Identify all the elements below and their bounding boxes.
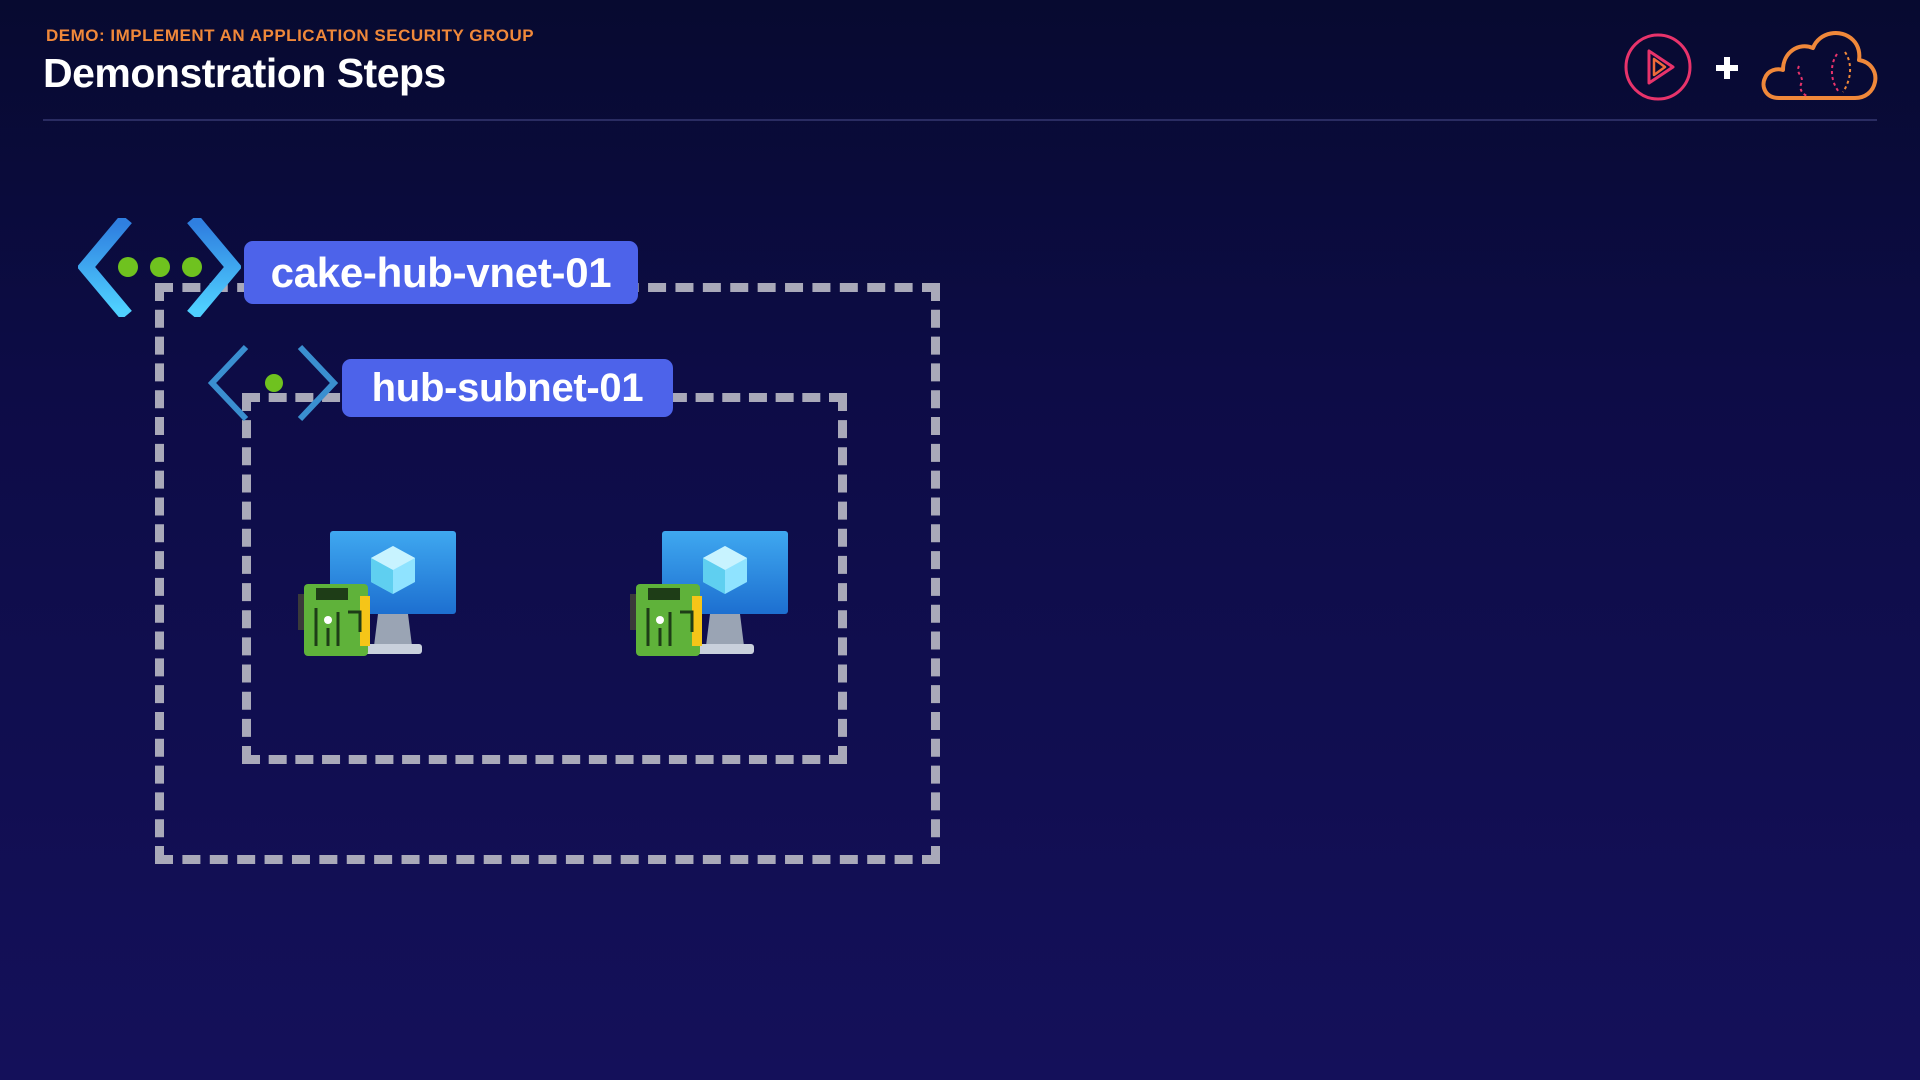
page-title: Demonstration Steps (43, 50, 446, 96)
network-interface-icon (298, 584, 370, 656)
cloud-logo-icon (1761, 31, 1878, 100)
play-logo-icon (1624, 33, 1692, 101)
vnet-label[interactable]: cake-hub-vnet-01 (244, 241, 638, 304)
subnet-icon (207, 344, 339, 422)
virtual-network-icon (78, 218, 241, 317)
plus-icon (1716, 57, 1738, 79)
eyebrow-text: DEMO: IMPLEMENT AN APPLICATION SECURITY … (46, 26, 535, 45)
network-interface-icon (630, 584, 702, 656)
subnet-label[interactable]: hub-subnet-01 (342, 359, 673, 417)
virtual-machine-icon[interactable] (630, 528, 790, 668)
header-divider (43, 119, 1877, 121)
virtual-machine-icon[interactable] (298, 528, 458, 668)
